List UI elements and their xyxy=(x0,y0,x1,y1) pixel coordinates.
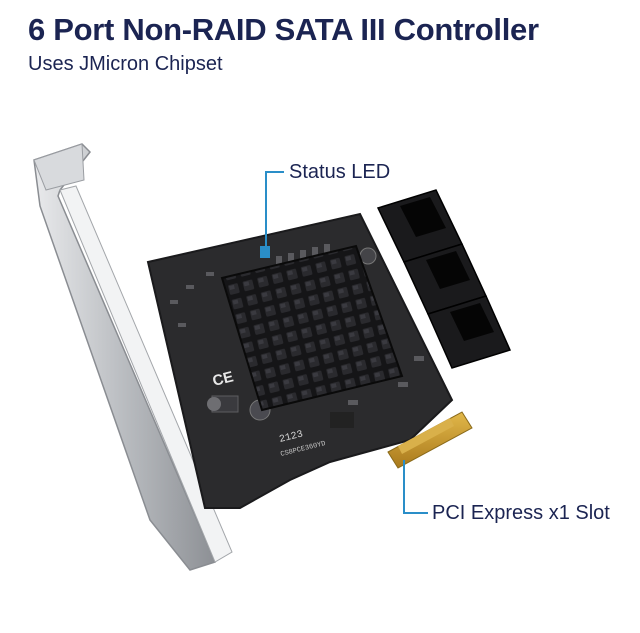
heatsink xyxy=(220,244,404,412)
pcie-callout-line xyxy=(403,460,428,514)
pcie-slot-label: PCI Express x1 Slot xyxy=(432,502,610,524)
status-led-callout-line xyxy=(265,171,284,250)
page-title: 6 Port Non-RAID SATA III Controller xyxy=(28,12,539,47)
sata-port xyxy=(376,189,464,263)
callout-lines xyxy=(265,171,428,514)
page-subtitle: Uses JMicron Chipset xyxy=(28,53,223,75)
pcie-x1-edge-connector xyxy=(387,411,473,469)
screw xyxy=(207,397,221,411)
ce-mark: CE xyxy=(211,368,235,390)
status-led-label: Status LED xyxy=(289,161,391,183)
sata-connectors xyxy=(376,189,512,369)
sata-port xyxy=(426,295,512,369)
pci-bracket xyxy=(33,143,233,571)
sata-port xyxy=(402,243,488,315)
status-led xyxy=(260,246,270,258)
